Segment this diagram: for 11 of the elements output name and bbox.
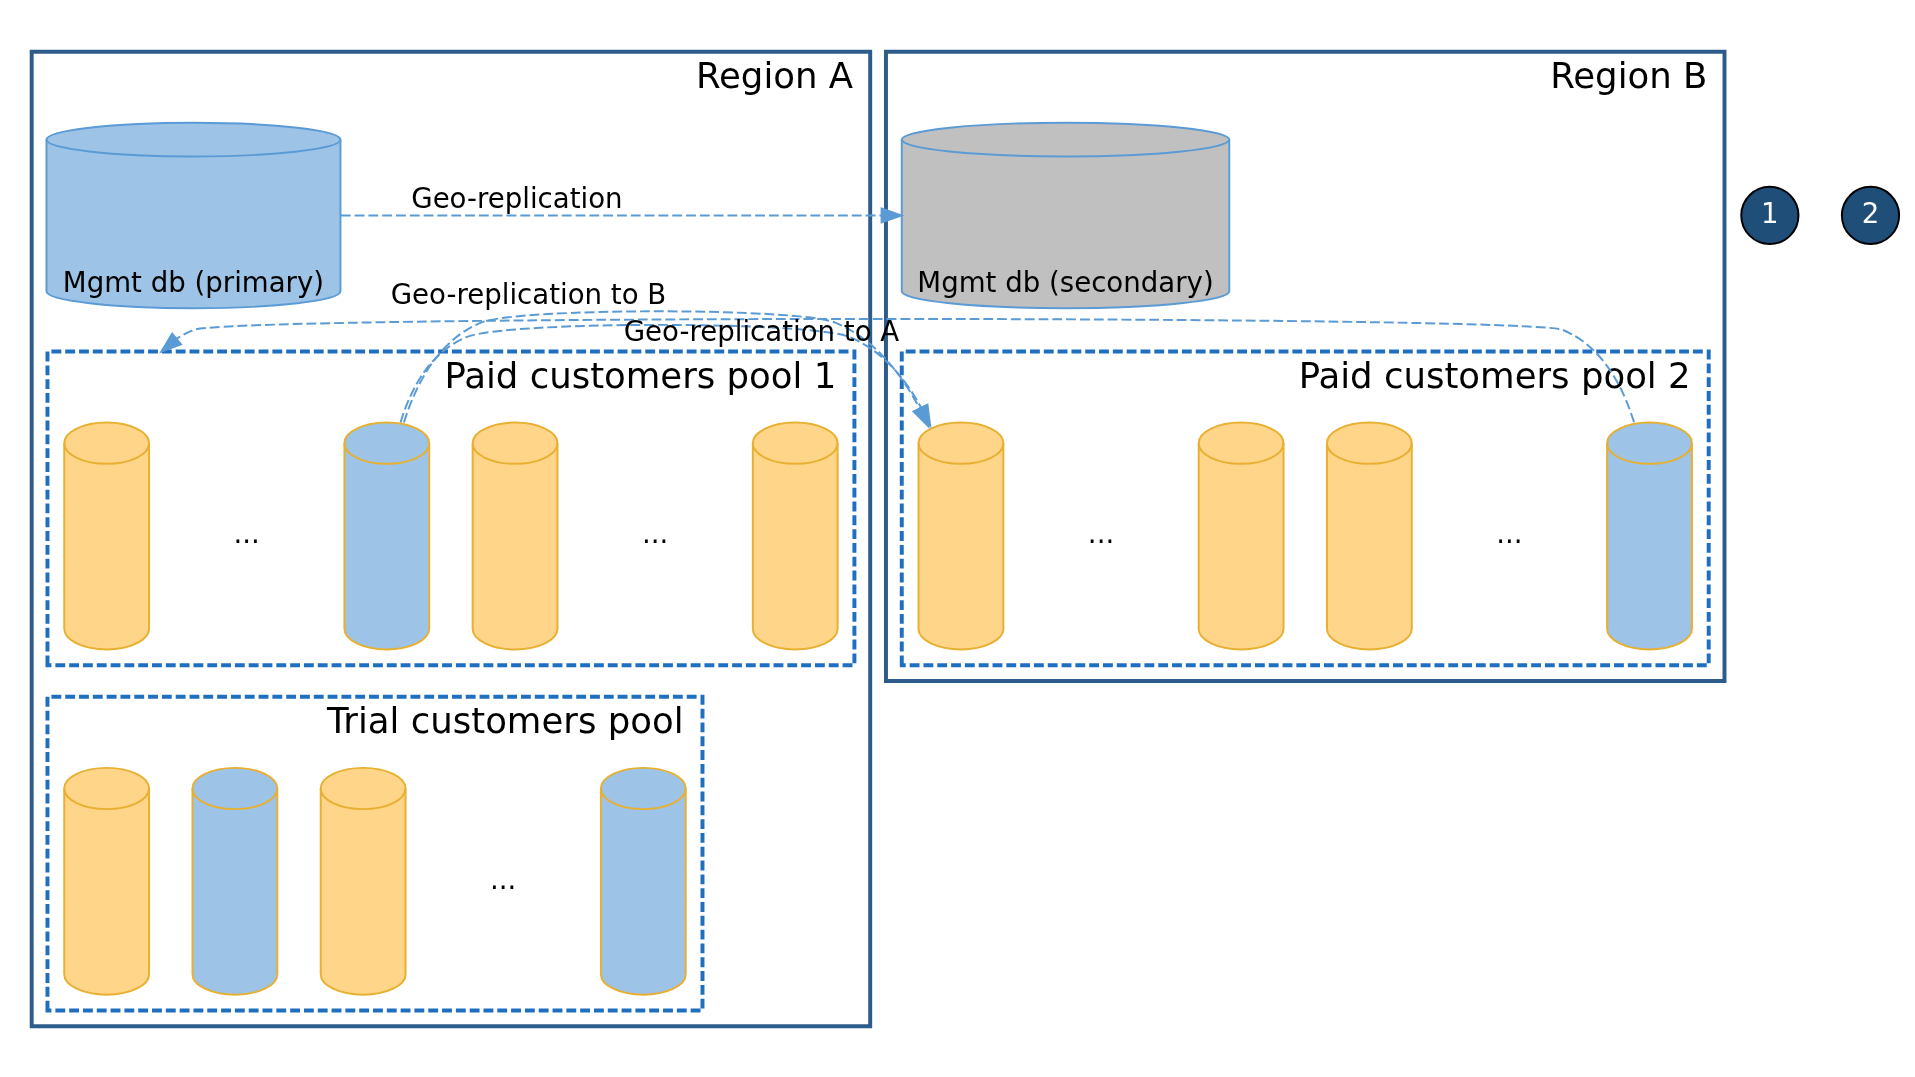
label: ... [1087,516,1115,550]
edge-label: Geo-replication to B [390,277,667,311]
label: ... [1496,516,1523,550]
label: 2 [1861,196,1880,230]
label: ... [233,516,260,550]
arrow [159,317,1635,423]
edge-label: Geo-replication [411,181,623,215]
label: ... [490,862,517,896]
label: ... [641,516,669,550]
arrow [339,206,905,224]
label: 1 [1761,196,1779,230]
